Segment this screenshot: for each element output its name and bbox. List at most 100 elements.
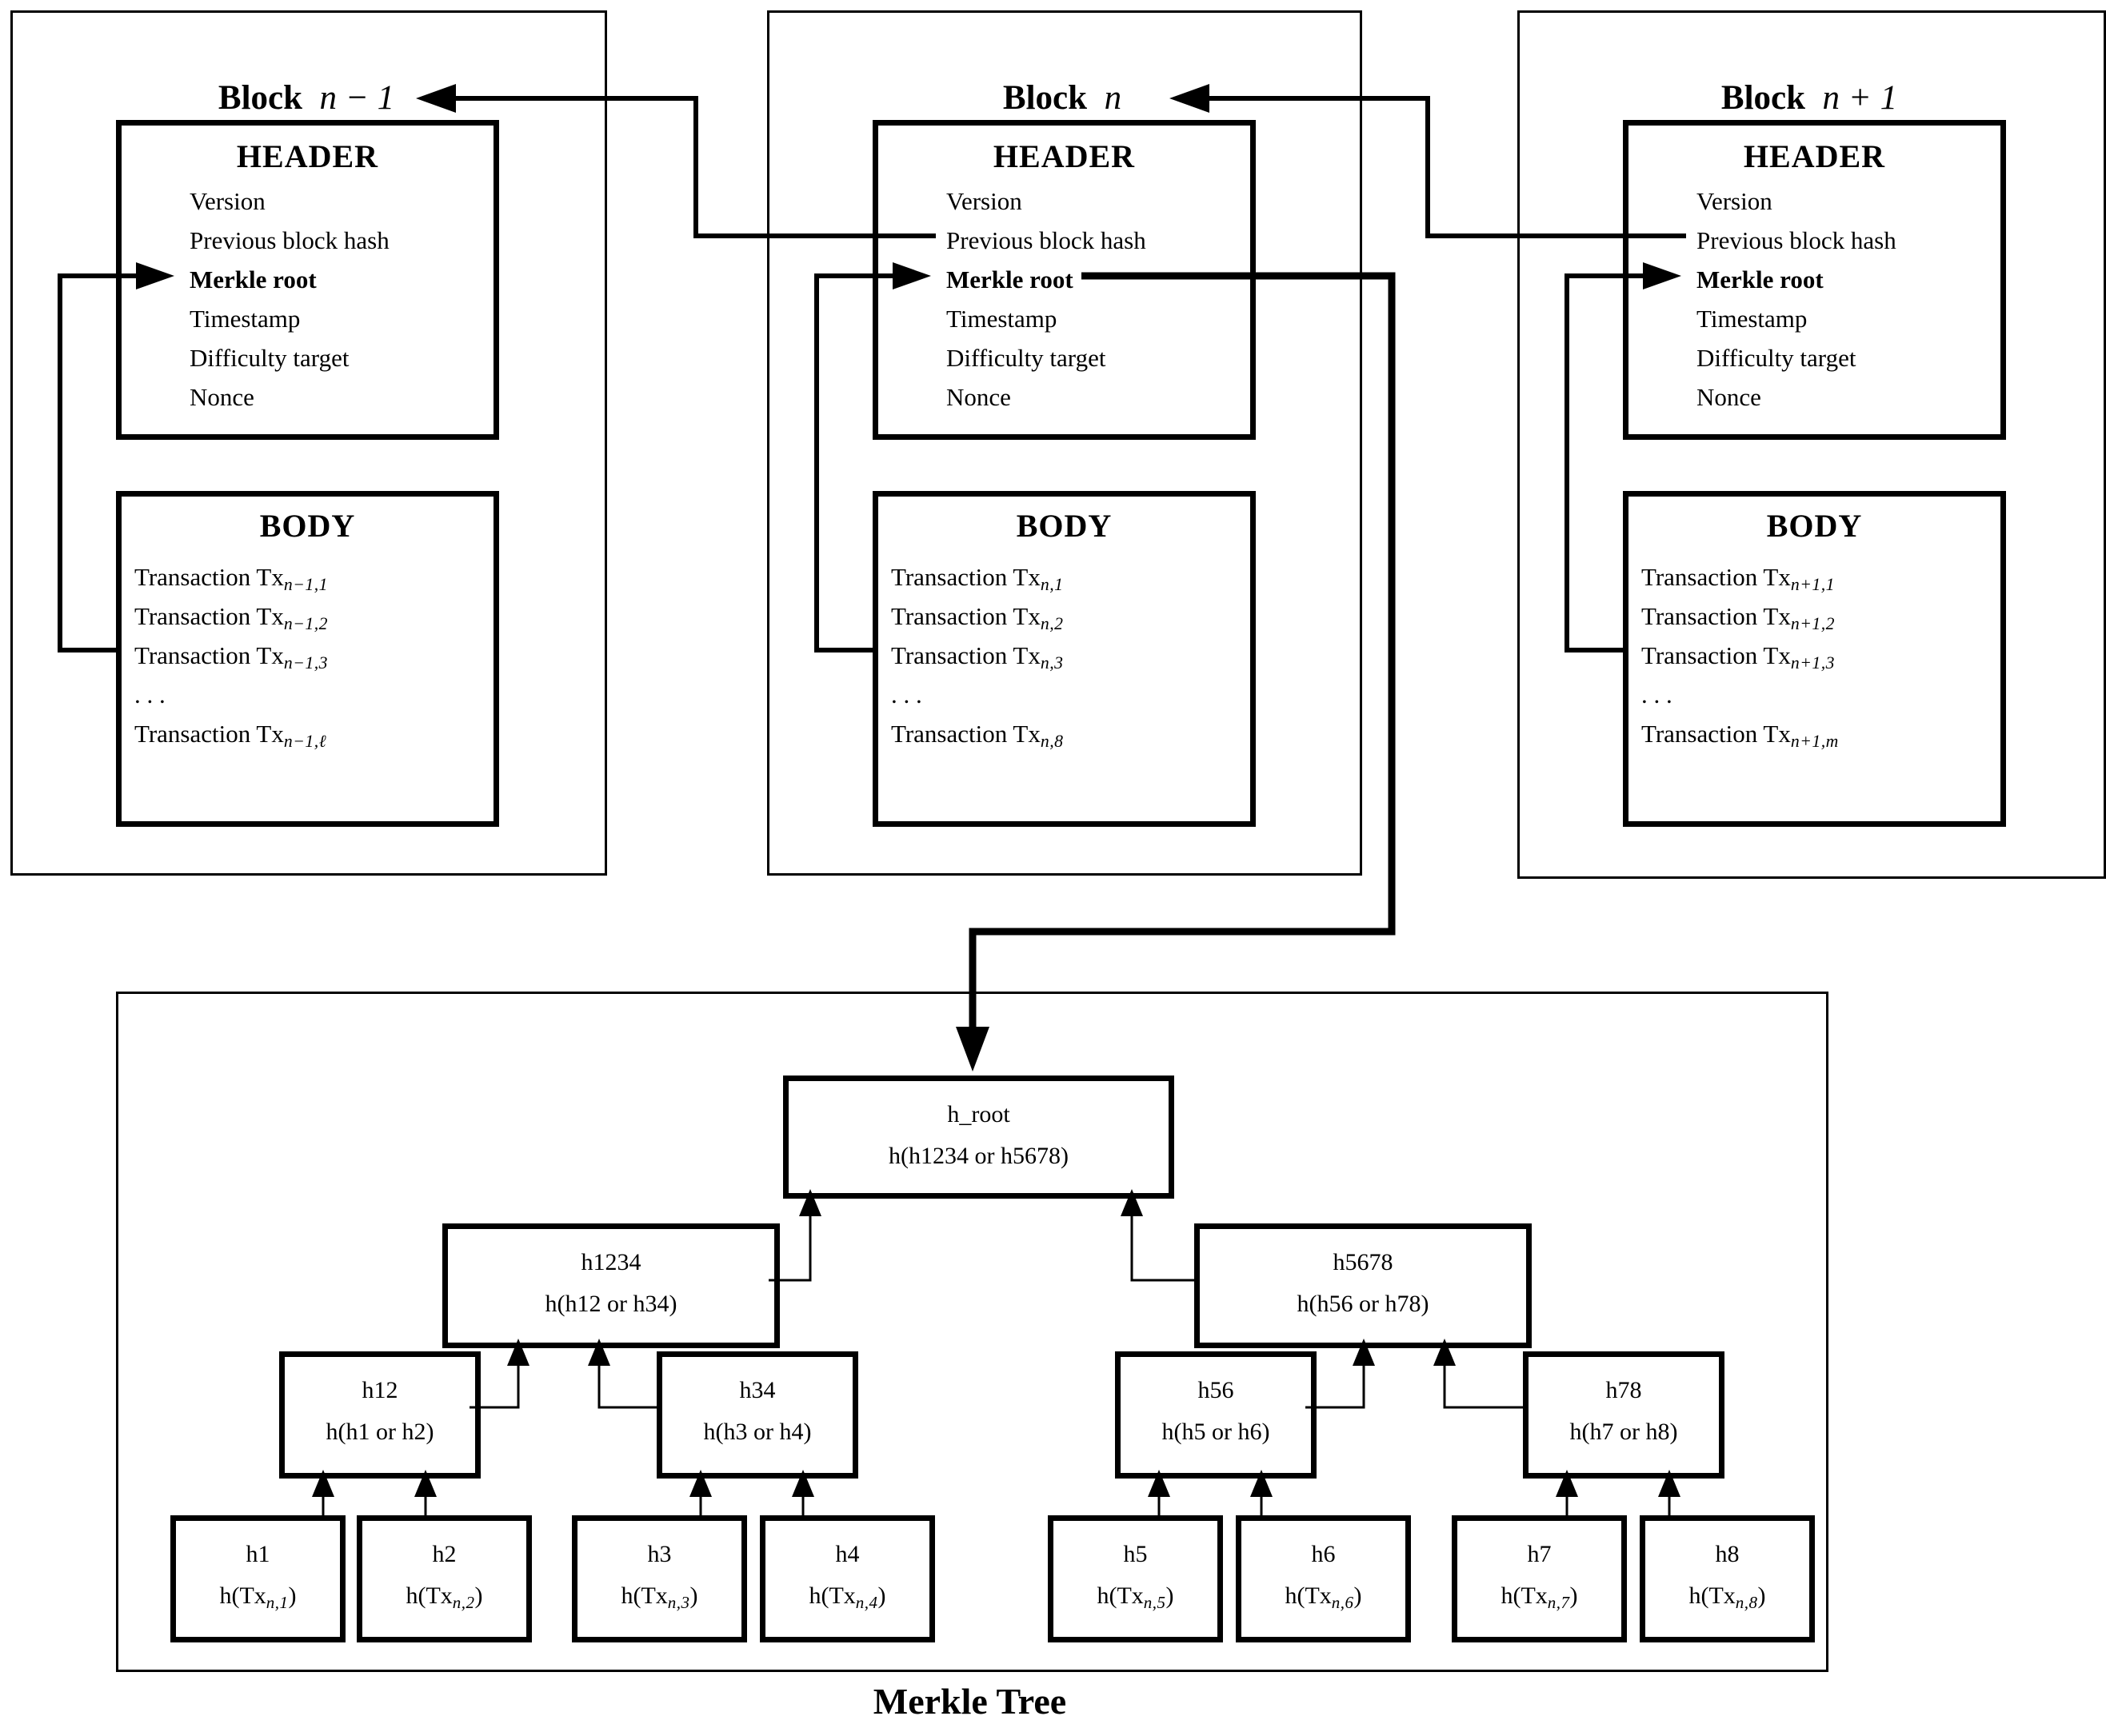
- leaf-node-h2: h2 h(Txn,2): [357, 1515, 532, 1642]
- leaf-node-h3: h3 h(Txn,3): [572, 1515, 747, 1642]
- leaf-node-h6: h6 h(Txn,6): [1236, 1515, 1411, 1642]
- leaf-label: h1: [246, 1541, 270, 1567]
- leaf-node-h1: h1 h(Txn,1): [170, 1515, 346, 1642]
- header-field-difficulty: Difficulty target: [190, 344, 350, 372]
- merkle-tree-caption: Merkle Tree: [873, 1681, 1067, 1722]
- tree-node-h5678: h5678 h(h56 or h78): [1194, 1223, 1532, 1348]
- leaf-hash: h(Txn,3): [621, 1582, 698, 1612]
- header-field-prev-hash: Previous block hash: [946, 226, 1146, 254]
- leaf-label: h8: [1715, 1541, 1740, 1567]
- transaction-row: Transaction Txn−1,3: [134, 641, 328, 673]
- header-field-prev-hash: Previous block hash: [1696, 226, 1896, 254]
- tree-node-label: h34: [739, 1377, 776, 1403]
- header-field-merkle-root: Merkle root: [946, 265, 1073, 293]
- block-title-index: n: [1104, 79, 1122, 117]
- transaction-row: Transaction Txn,2: [891, 602, 1064, 634]
- tree-node-hash: h(h56 or h78): [1297, 1291, 1429, 1317]
- leaf-label: h3: [647, 1541, 672, 1567]
- body-title: BODY: [1766, 508, 1863, 544]
- block-n-1-body-box: BODY Transaction Txn−1,1 Transaction Txn…: [116, 491, 499, 827]
- transaction-ellipsis: . . .: [134, 680, 166, 708]
- tree-node-label: h56: [1197, 1377, 1234, 1403]
- leaf-label: h6: [1311, 1541, 1336, 1567]
- leaf-label: h2: [432, 1541, 457, 1567]
- block-n-header-box: HEADER Version Previous block hash Merkl…: [873, 120, 1256, 440]
- transaction-row: Transaction Txn−1,2: [134, 602, 328, 634]
- transaction-row: Transaction Txn,1: [891, 563, 1064, 595]
- tree-node-label: h5678: [1333, 1249, 1393, 1275]
- header-field-timestamp: Timestamp: [190, 305, 301, 333]
- block-title-prefix: Block: [218, 79, 303, 117]
- transaction-row: Transaction Txn+1,m: [1641, 720, 1839, 752]
- block-n-plus-1-title: Block n + 1: [1517, 78, 2101, 118]
- header-field-nonce: Nonce: [190, 383, 254, 411]
- tree-node-label: h1234: [581, 1249, 641, 1275]
- tree-node-hash: h(h1234 or h5678): [889, 1143, 1069, 1169]
- leaf-hash: h(Txn,2): [406, 1582, 483, 1612]
- tree-node-label: h_root: [947, 1101, 1010, 1127]
- transaction-ellipsis: . . .: [891, 680, 922, 708]
- leaf-node-h8: h8 h(Txn,8): [1640, 1515, 1815, 1642]
- body-title: BODY: [259, 508, 356, 544]
- transaction-ellipsis: . . .: [1641, 680, 1672, 708]
- leaf-node-h5: h5 h(Txn,5): [1048, 1515, 1223, 1642]
- leaf-hash: h(Txn,1): [219, 1582, 297, 1612]
- header-title: HEADER: [236, 138, 379, 174]
- header-field-nonce: Nonce: [946, 383, 1011, 411]
- header-title: HEADER: [993, 138, 1136, 174]
- tree-node-hash: h(h7 or h8): [1569, 1419, 1678, 1445]
- transaction-row: Transaction Txn,3: [891, 641, 1064, 673]
- tree-node-hash: h(h1 or h2): [326, 1419, 434, 1445]
- tree-node-h12: h12 h(h1 or h2): [279, 1351, 481, 1479]
- transaction-row: Transaction Txn−1,ℓ: [134, 720, 327, 752]
- leaf-hash: h(Txn,8): [1688, 1582, 1766, 1612]
- transaction-row: Transaction Txn+1,1: [1641, 563, 1835, 595]
- leaf-hash: h(Txn,6): [1285, 1582, 1362, 1612]
- tree-node-h78: h78 h(h7 or h8): [1523, 1351, 1724, 1479]
- block-title-index: n − 1: [319, 79, 395, 117]
- leaf-hash: h(Txn,5): [1097, 1582, 1174, 1612]
- header-title: HEADER: [1743, 138, 1886, 174]
- leaf-hash: h(Txn,7): [1501, 1582, 1578, 1612]
- leaf-label: h4: [835, 1541, 860, 1567]
- block-n-body-box: BODY Transaction Txn,1 Transaction Txn,2…: [873, 491, 1256, 827]
- leaf-hash: h(Txn,4): [809, 1582, 886, 1612]
- header-field-difficulty: Difficulty target: [1696, 344, 1856, 372]
- tree-node-hash: h(h5 or h6): [1161, 1419, 1270, 1445]
- tree-node-h56: h56 h(h5 or h6): [1115, 1351, 1317, 1479]
- header-field-merkle-root: Merkle root: [1696, 265, 1824, 293]
- block-n-title: Block n: [767, 78, 1357, 118]
- header-field-prev-hash: Previous block hash: [190, 226, 390, 254]
- block-n-1-header-box: HEADER Version Previous block hash Merkl…: [116, 120, 499, 440]
- header-field-nonce: Nonce: [1696, 383, 1761, 411]
- transaction-row: Transaction Txn+1,3: [1641, 641, 1835, 673]
- leaf-node-h7: h7 h(Txn,7): [1452, 1515, 1627, 1642]
- body-title: BODY: [1016, 508, 1113, 544]
- block-n-plus-1-body-box: BODY Transaction Txn+1,1 Transaction Txn…: [1623, 491, 2006, 827]
- tree-node-label: h12: [362, 1377, 398, 1403]
- header-field-timestamp: Timestamp: [1696, 305, 1808, 333]
- header-field-merkle-root: Merkle root: [190, 265, 317, 293]
- block-title-prefix: Block: [1720, 79, 1806, 117]
- block-title-index: n + 1: [1822, 79, 1898, 117]
- tree-node-hash: h(h12 or h34): [545, 1291, 677, 1317]
- header-field-timestamp: Timestamp: [946, 305, 1057, 333]
- transaction-row: Transaction Txn+1,2: [1641, 602, 1835, 634]
- transaction-row: Transaction Txn,8: [891, 720, 1064, 752]
- tree-node-hash: h(h3 or h4): [703, 1419, 812, 1445]
- transaction-row: Transaction Txn−1,1: [134, 563, 328, 595]
- block-n-1-title: Block n − 1: [10, 78, 602, 118]
- header-field-difficulty: Difficulty target: [946, 344, 1106, 372]
- header-field-version: Version: [190, 187, 266, 215]
- header-field-version: Version: [1696, 187, 1772, 215]
- block-title-prefix: Block: [1002, 79, 1088, 117]
- leaf-node-h4: h4 h(Txn,4): [760, 1515, 935, 1642]
- leaf-label: h7: [1527, 1541, 1552, 1567]
- leaf-label: h5: [1123, 1541, 1148, 1567]
- tree-node-hroot: h_root h(h1234 or h5678): [783, 1076, 1174, 1199]
- block-n-plus-1-header-box: HEADER Version Previous block hash Merkl…: [1623, 120, 2006, 440]
- tree-node-h1234: h1234 h(h12 or h34): [442, 1223, 780, 1348]
- tree-node-label: h78: [1605, 1377, 1642, 1403]
- header-field-version: Version: [946, 187, 1022, 215]
